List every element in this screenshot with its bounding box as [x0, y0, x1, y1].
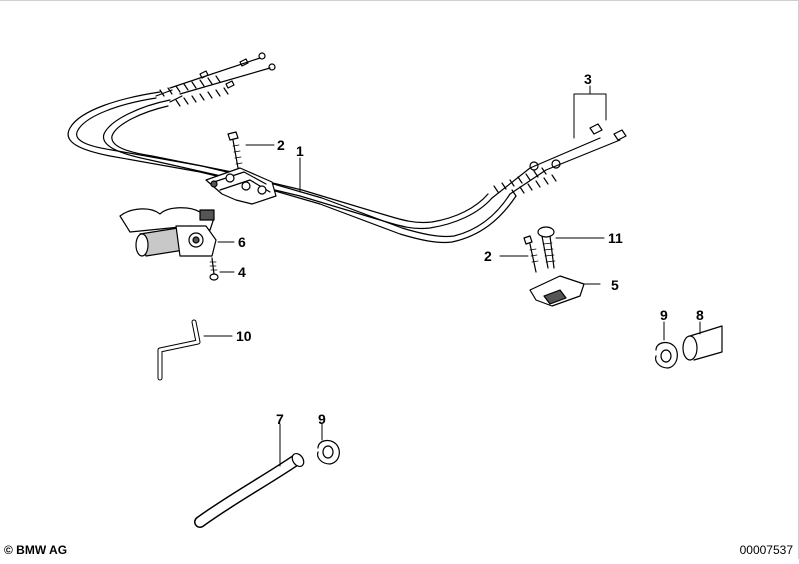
crank-fill [158, 320, 200, 380]
grommet-right-drawing[interactable] [655, 321, 678, 369]
plate-rivet [210, 180, 218, 188]
part-number-labels: 1 2 3 4 5 6 7 8 9 10 11 2 9 [236, 71, 704, 427]
cable-right-sleeve-b [551, 159, 561, 169]
cable-right-sleeve-a [529, 161, 539, 171]
screw-upper-thread [232, 144, 243, 165]
bolt-head [537, 226, 555, 238]
drive-motor-drawing[interactable] [119, 207, 235, 257]
hose-right-body [689, 325, 723, 361]
label-part-10[interactable]: 10 [236, 328, 252, 344]
cable-right-coil-a [493, 167, 547, 193]
motor-connector [199, 209, 215, 221]
screw-motor-head [209, 273, 219, 281]
plate-hole-2 [241, 181, 251, 191]
mounting-plate [205, 167, 277, 205]
hose-lower-drawing[interactable] [194, 423, 306, 528]
cable-outer-line-a [67, 91, 493, 230]
clip-a [589, 123, 603, 135]
bracket-drawing[interactable] [529, 275, 601, 307]
label-part-6[interactable]: 6 [238, 234, 246, 250]
hose-right-drawing[interactable] [682, 321, 723, 361]
bolt-shank [541, 235, 555, 269]
grommet-right-hole [660, 349, 672, 363]
cable-assembly-drawing[interactable] [67, 52, 621, 244]
label-part-7[interactable]: 7 [276, 411, 284, 427]
cable-right-b [509, 139, 621, 195]
label-part-2-lower[interactable]: 2 [484, 248, 492, 264]
copyright-notice: © BMW AG [4, 543, 68, 557]
label-part-3[interactable]: 3 [584, 71, 592, 87]
crank-handle-drawing[interactable] [157, 319, 233, 381]
cable-end-tip-a [258, 52, 266, 60]
cable-sleeves [199, 58, 249, 89]
cable-right-a [491, 137, 601, 199]
cable-spiral-coil-b [175, 87, 229, 107]
label-part-1[interactable]: 1 [296, 143, 304, 159]
bolt-bracket-drawing[interactable] [537, 226, 605, 269]
motor-end-cap [135, 233, 149, 257]
drawing-number: 00007537 [739, 543, 793, 557]
frame-top-edge [0, 0, 799, 1]
clip-b [613, 129, 627, 141]
screw-upper-shank [232, 139, 239, 169]
cable-ends-drawing[interactable] [573, 85, 627, 141]
label-part-11[interactable]: 11 [608, 230, 623, 246]
hose-lower-opening [291, 452, 305, 468]
label-part-5[interactable]: 5 [611, 277, 619, 293]
screw-bracket-shank [529, 243, 537, 273]
screw-bracket-thread [529, 248, 539, 263]
screw-upper-drawing[interactable] [227, 131, 275, 169]
grommet-lower-hole [322, 445, 334, 459]
plate-hole-1 [225, 173, 235, 183]
label-part-2-upper[interactable]: 2 [277, 137, 285, 153]
cable-right-coil-b [511, 174, 557, 197]
label-part-4[interactable]: 4 [238, 264, 246, 280]
cable-inner-line-b [111, 105, 511, 238]
screw-upper-head [227, 131, 239, 141]
bolt-thread [542, 242, 556, 263]
cable-outer-line-b [76, 97, 489, 224]
label-part-9-lower[interactable]: 9 [318, 411, 326, 427]
bracket-slot [543, 289, 567, 305]
label-part-9-right[interactable]: 9 [660, 307, 668, 323]
screw-motor-thread [209, 261, 218, 271]
plate-hole-3 [257, 185, 267, 195]
cable-spiral-top-a [155, 57, 261, 97]
cable-spiral-top-b [169, 67, 271, 103]
cable-end-tip-b [268, 63, 276, 71]
hose-lower-fill [195, 455, 301, 527]
screw-bracket-head [523, 235, 533, 245]
screw-bracket-drawing[interactable] [499, 235, 539, 273]
screw-motor-drawing[interactable] [209, 257, 235, 281]
cable-spiral-coil-a [159, 75, 221, 97]
label-part-8[interactable]: 8 [696, 307, 704, 323]
motor-output-shaft [192, 236, 200, 244]
grommet-lower-drawing[interactable] [317, 423, 340, 465]
leader-3-bracket [573, 85, 607, 139]
hose-right-opening [682, 335, 698, 361]
